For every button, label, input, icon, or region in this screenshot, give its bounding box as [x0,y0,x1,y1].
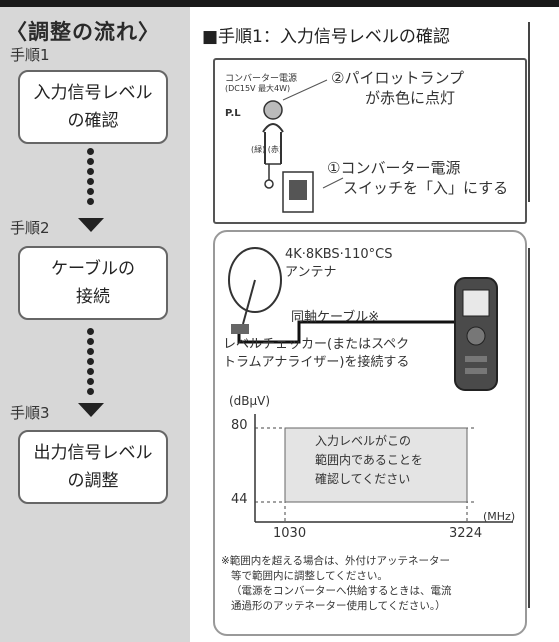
chart-x-tick-1030: 1030 [273,526,307,541]
level-checker-icon [454,277,498,391]
step-2-line-2: 接続 [75,287,110,307]
step-1-line-1: 入力信号レベル [33,83,153,103]
level-chart [254,414,513,523]
chart-x-tick-3224: 3224 [449,526,483,541]
converter-power-label: コンバーター電源 (DC15V 最大4W) [225,74,298,93]
step-2-label: 手順2 [10,219,50,237]
flow-title: 〈調整の流れ〉 [6,20,160,44]
step-3-label: 手順3 [10,404,50,422]
cropped-panel-edge [528,248,559,608]
antenna-label: 4K·8KBS·110°CS アンテナ [285,247,393,280]
chart-y-unit: (dBμV) [229,394,271,408]
step-3-box: 出力信号レベル の調整 [18,430,168,504]
step1-title: ■手順1：入力信号レベルの確認 [202,27,450,47]
wire-color-labels: (緑) (赤) [251,145,283,154]
pilot-lamp-label: P.L [225,108,241,119]
power-switch-annotation: ①コンバーター電源 スイッチを「入」にする [327,159,509,197]
chart-region-text: 入力レベルがこの 範囲内であることを 確認してください [315,434,423,486]
connection-illustration [228,247,513,523]
cropped-panel-edge [528,22,559,202]
step-3-line-1: 出力信号レベル [33,443,153,463]
pilot-lamp-annotation: ②パイロットランプ が赤色に点灯 [331,69,464,107]
antenna-icon [228,247,282,334]
step-1-line-2: の確認 [67,111,119,131]
attenuator-note: ※範囲内を超える場合は、外付けアッテネーター 等で範囲内に調整してください。 （… [221,555,452,612]
step-1-label: 手順1 [10,46,50,64]
chart-y-tick-80: 80 [231,418,248,433]
step-3-line-2: の調整 [67,471,119,491]
top-bar [0,0,559,7]
step-2-box: ケーブルの 接続 [18,246,168,320]
checker-instruction: レベルチェッカー(またはスペク トラムアナライザー)を接続する [223,337,410,370]
flow-arrow-down-icon [78,403,104,417]
step-2-line-1: ケーブルの [51,259,135,279]
step2-panel: 4K·8KBS·110°CS アンテナ 同軸ケーブル※ レベルチェッカー(または… [213,230,527,636]
chart-y-tick-44: 44 [231,492,248,507]
chart-acceptable-region [284,427,468,503]
coax-cable-label: 同軸ケーブル※ [291,310,380,325]
chart-x-unit: (MHz) [483,510,516,523]
step-1-box: 入力信号レベル の確認 [18,70,168,144]
flow-dots-2 [87,328,95,398]
step1-panel: コンバーター電源 (DC15V 最大4W) P.L (緑) (赤) ②パイロット… [213,58,527,224]
leader-lines [282,79,344,189]
converter-illustration-icon [262,100,314,213]
flow-arrow-down-icon [78,218,104,232]
flow-dots-1 [87,148,95,208]
